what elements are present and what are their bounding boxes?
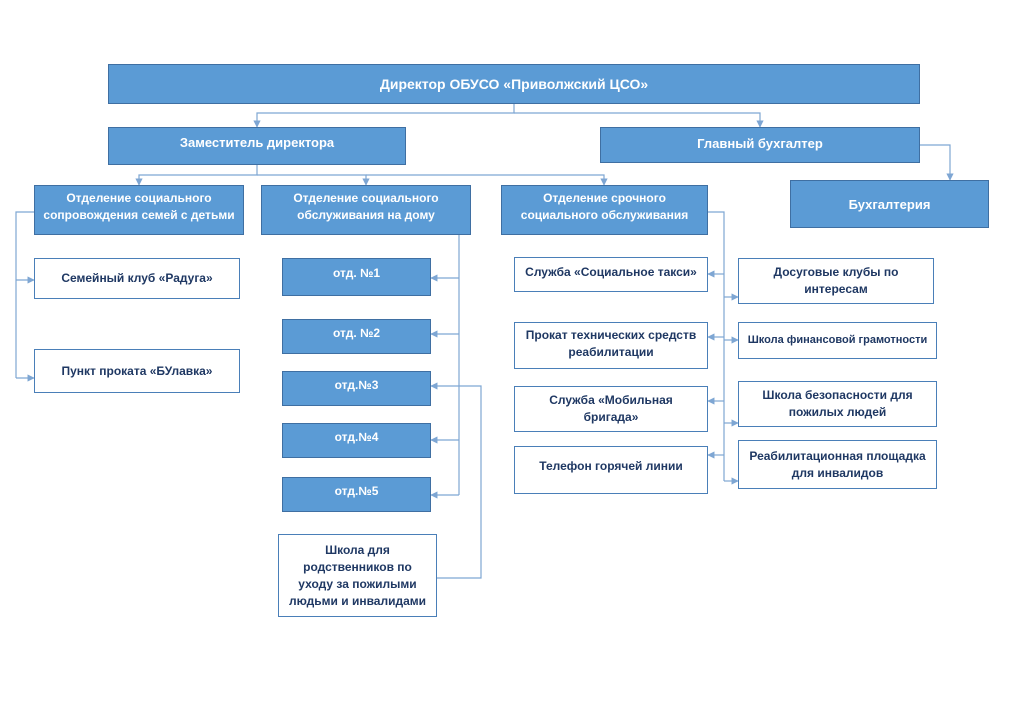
otd3-label: отд.№3 bbox=[334, 378, 379, 392]
mobile-team-box: Служба «Мобильная бригада» bbox=[514, 386, 708, 432]
family-rental-box: Пункт проката «БУлавка» bbox=[34, 349, 240, 393]
family-club-box: Семейный клуб «Радуга» bbox=[34, 258, 240, 299]
department-urgent-box: Отделение срочного социального обслужива… bbox=[501, 185, 708, 235]
hotline-label: Телефон горячей линии bbox=[539, 458, 683, 473]
connector-director-deputy bbox=[253, 104, 515, 128]
connector-accountant-accounting bbox=[920, 144, 954, 181]
chief-accountant-label: Главный бухгалтер bbox=[697, 135, 823, 151]
accounting-box: Бухгалтерия bbox=[790, 180, 989, 228]
finance-school-box: Школа финансовой грамотности bbox=[738, 322, 937, 359]
director-label: Директор ОБУСО «Приволжский ЦСО» bbox=[379, 75, 649, 92]
connector-director-accountant bbox=[514, 112, 764, 128]
connector-deputy-urgent bbox=[366, 174, 608, 186]
otd1-label: отд. №1 bbox=[332, 265, 381, 280]
otd2-label: отд. №2 bbox=[332, 326, 381, 340]
mobile-team-label: Служба «Мобильная бригада» bbox=[549, 393, 673, 424]
department-family-label: Отделение социального сопровождения семе… bbox=[43, 191, 235, 222]
rental-service-label: Прокат технических средств реабилитации bbox=[525, 327, 697, 359]
taxi-service-box: Служба «Социальное такси» bbox=[514, 257, 708, 292]
taxi-service-label: Служба «Социальное такси» bbox=[525, 265, 697, 279]
rental-service-box: Прокат технических средств реабилитации bbox=[514, 322, 708, 369]
otd4-box: отд.№4 bbox=[282, 423, 431, 458]
school-relatives-label: Школа для родственников по уходу за пожи… bbox=[288, 542, 427, 608]
family-club-label: Семейный клуб «Радуга» bbox=[61, 271, 213, 285]
department-family-box: Отделение социального сопровождения семе… bbox=[34, 185, 244, 235]
rehab-area-label: Реабилитационная площадка для инвалидов bbox=[749, 448, 926, 480]
deputy-label: Заместитель директора bbox=[179, 134, 335, 150]
family-rental-label: Пункт проката «БУлавка» bbox=[61, 363, 213, 378]
connector-deputy-departments bbox=[135, 165, 258, 186]
leisure-clubs-box: Досуговые клубы по интересам bbox=[738, 258, 934, 304]
otd3-box: отд.№3 bbox=[282, 371, 431, 406]
school-relatives-box: Школа для родственников по уходу за пожи… bbox=[278, 534, 437, 617]
accounting-label: Бухгалтерия bbox=[848, 196, 931, 212]
connector-deputy-home bbox=[257, 174, 370, 186]
otd1-box: отд. №1 bbox=[282, 258, 431, 296]
connector-school-otd3 bbox=[430, 382, 482, 579]
finance-school-label: Школа финансовой грамотности bbox=[747, 334, 928, 346]
rehab-area-box: Реабилитационная площадка для инвалидов bbox=[738, 440, 937, 489]
department-home-label: Отделение социального обслуживания на до… bbox=[293, 191, 439, 222]
hotline-box: Телефон горячей линии bbox=[514, 446, 708, 494]
otd2-box: отд. №2 bbox=[282, 319, 431, 354]
otd5-label: отд.№5 bbox=[334, 484, 379, 498]
connector-urgent-trunk bbox=[708, 211, 725, 481]
connector-family-trunk bbox=[15, 211, 34, 378]
otd4-label: отд.№4 bbox=[334, 430, 379, 444]
leisure-clubs-label: Досуговые клубы по интересам bbox=[773, 265, 899, 296]
otd5-box: отд.№5 bbox=[282, 477, 431, 512]
director-box: Директор ОБУСО «Приволжский ЦСО» bbox=[108, 64, 920, 104]
department-home-box: Отделение социального обслуживания на до… bbox=[261, 185, 471, 235]
safety-school-box: Школа безопасности для пожилых людей bbox=[738, 381, 937, 427]
safety-school-label: Школа безопасности для пожилых людей bbox=[762, 388, 913, 419]
chief-accountant-box: Главный бухгалтер bbox=[600, 127, 920, 163]
deputy-box: Заместитель директора bbox=[108, 127, 406, 165]
department-urgent-label: Отделение срочного социального обслужива… bbox=[520, 191, 689, 222]
